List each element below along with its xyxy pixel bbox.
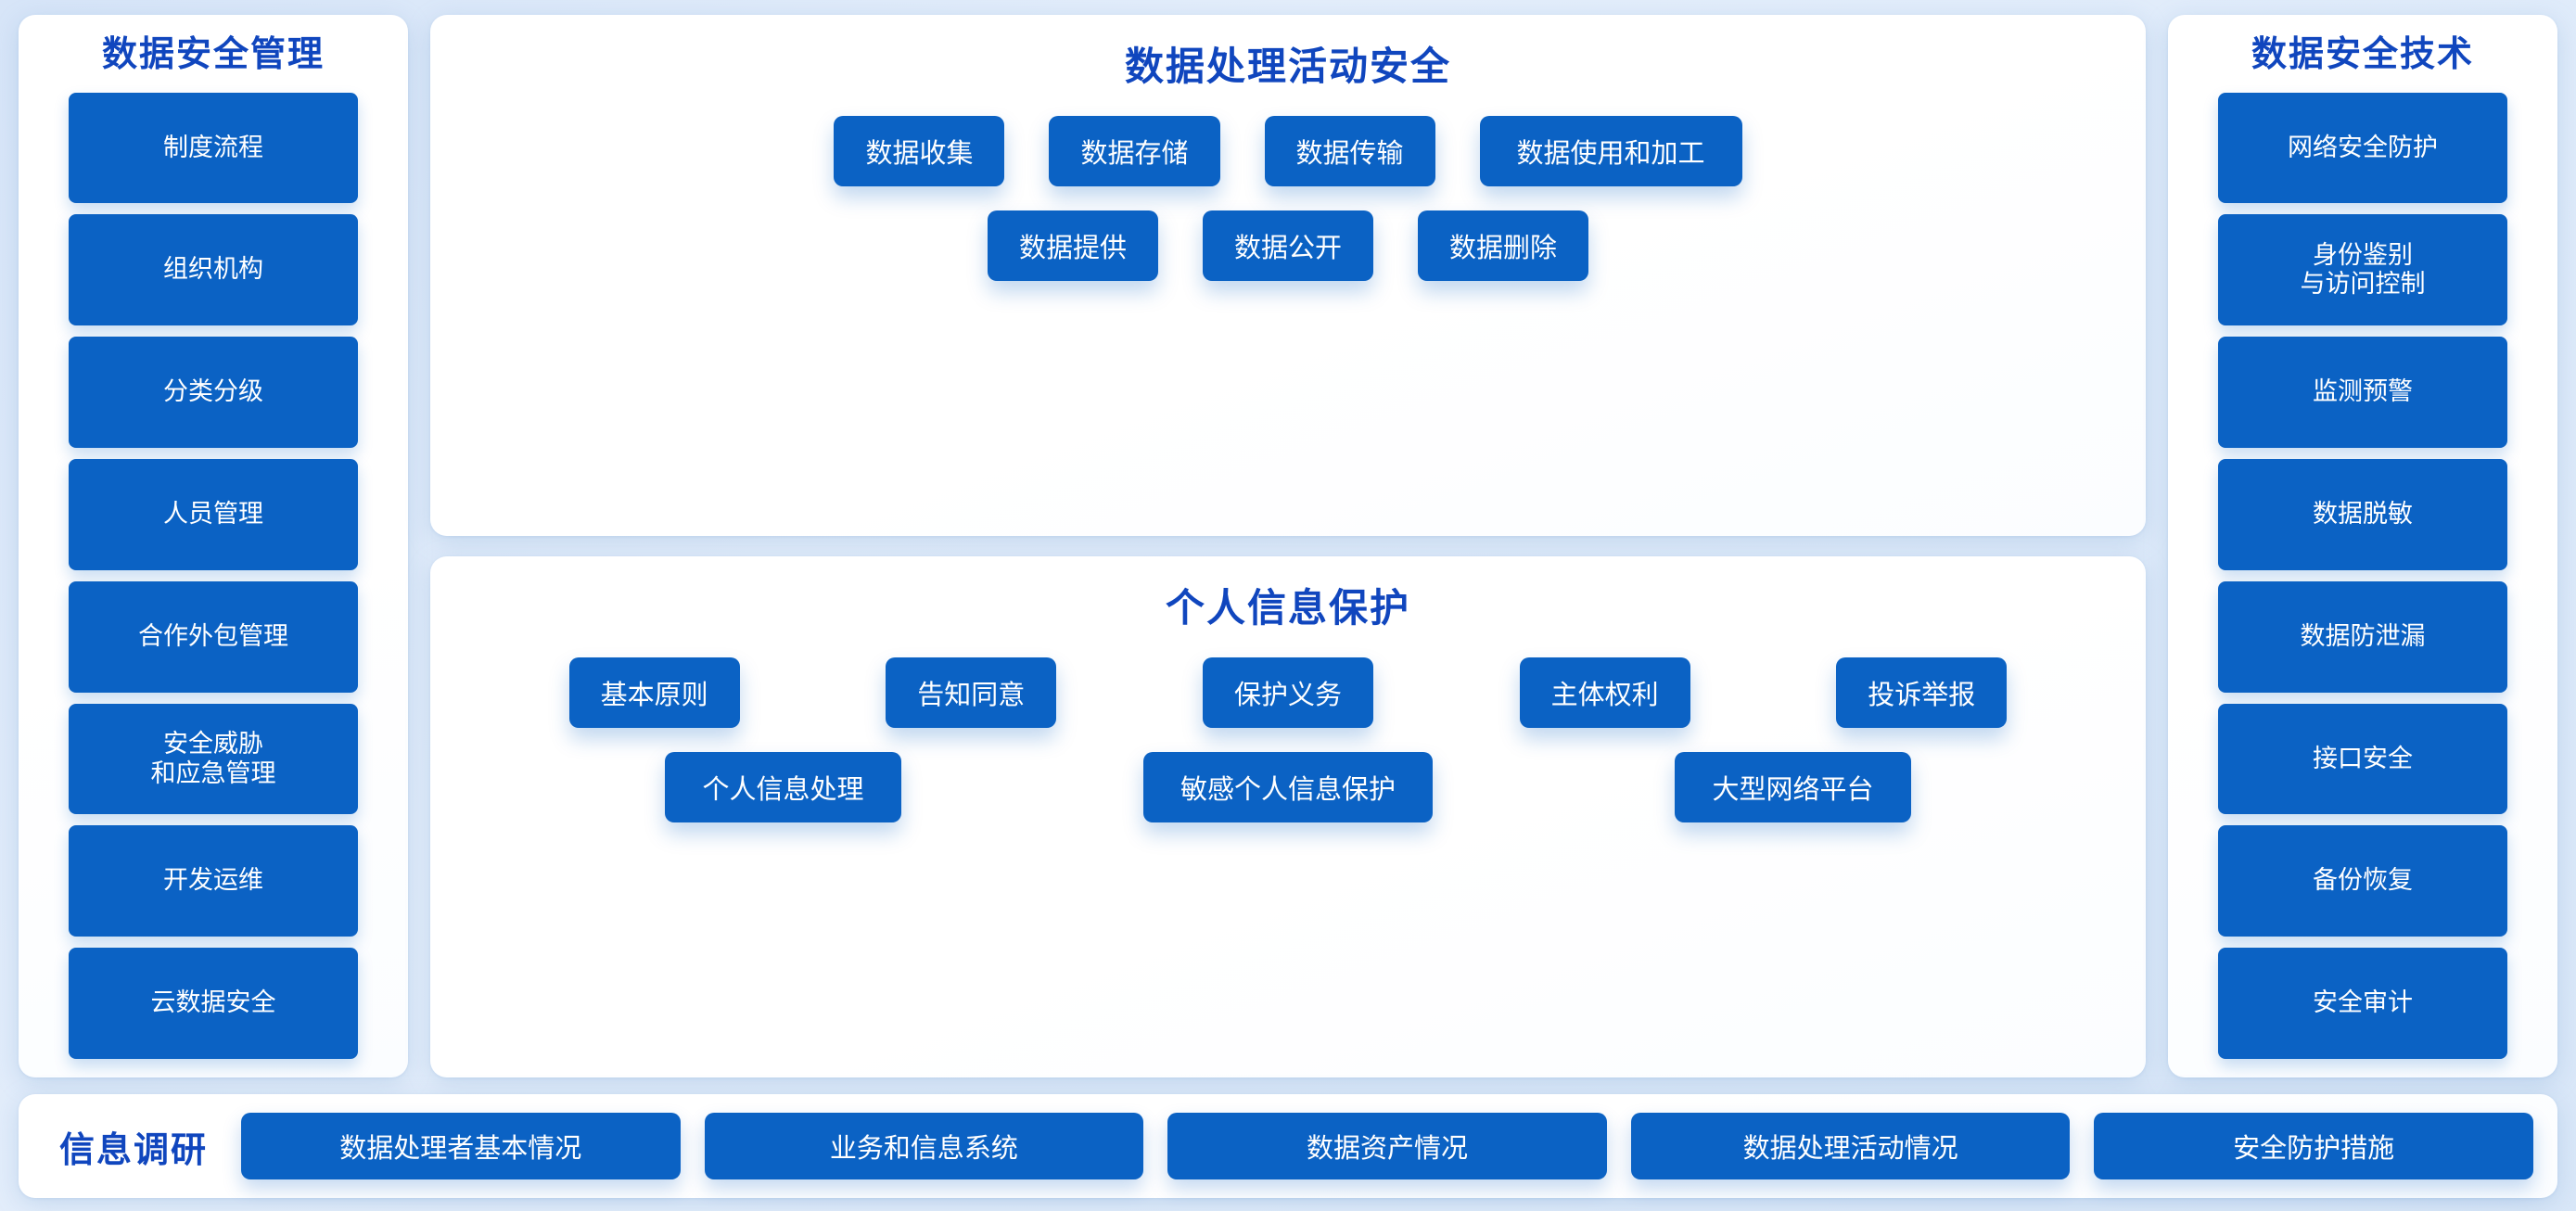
panel-data-security-management: 数据安全管理 制度流程 组织机构 分类分级 人员管理 合作外包管理 安全威胁 和…: [19, 15, 408, 1077]
personal-item-large-platform[interactable]: 大型网络平台: [1675, 752, 1911, 822]
processing-item-use-and-processing[interactable]: 数据使用和加工: [1479, 116, 1742, 186]
upper-region: 数据安全管理 制度流程 组织机构 分类分级 人员管理 合作外包管理 安全威胁 和…: [19, 15, 2557, 1077]
panel-title-data-processing-activity-security: 数据处理活动安全: [1124, 45, 1451, 88]
personal-row-1: 基本原则 告知同意 保护义务 主体权利 投诉举报: [467, 657, 2109, 728]
technology-item-network-protection[interactable]: 网络安全防护: [2218, 92, 2507, 204]
personal-item-complaint-report[interactable]: 投诉举报: [1836, 657, 2008, 728]
processing-item-deletion[interactable]: 数据删除: [1418, 210, 1589, 281]
survey-item-data-assets[interactable]: 数据资产情况: [1167, 1113, 1607, 1179]
management-item-process[interactable]: 制度流程: [69, 92, 358, 204]
management-item-organization[interactable]: 组织机构: [69, 214, 358, 326]
management-item-threat-emergency[interactable]: 安全威胁 和应急管理: [69, 703, 358, 815]
technology-item-security-audit[interactable]: 安全审计: [2218, 948, 2507, 1060]
personal-item-basic-principles[interactable]: 基本原则: [568, 657, 740, 728]
processing-row-1: 数据收集 数据存储 数据传输 数据使用和加工: [467, 116, 2109, 186]
personal-item-sensitive-pi-protection[interactable]: 敏感个人信息保护: [1142, 752, 1433, 822]
technology-item-identity-access[interactable]: 身份鉴别 与访问控制: [2218, 214, 2507, 326]
management-item-personnel[interactable]: 人员管理: [69, 459, 358, 570]
information-survey-list: 数据处理者基本情况 业务和信息系统 数据资产情况 数据处理活动情况 安全防护措施: [241, 1113, 2533, 1179]
survey-item-processing-activities[interactable]: 数据处理活动情况: [1630, 1113, 2071, 1179]
technology-item-interface-security[interactable]: 接口安全: [2218, 703, 2507, 815]
management-item-outsourcing[interactable]: 合作外包管理: [69, 580, 358, 693]
panel-information-survey: 信息调研 数据处理者基本情况 业务和信息系统 数据资产情况 数据处理活动情况 安…: [19, 1094, 2557, 1198]
personal-item-pi-processing[interactable]: 个人信息处理: [665, 752, 901, 822]
panel-title-personal-information-protection: 个人信息保护: [1165, 586, 1410, 630]
management-item-cloud-data[interactable]: 云数据安全: [69, 948, 358, 1060]
center-column: 数据处理活动安全 数据收集 数据存储 数据传输 数据使用和加工 数据提供 数据公…: [430, 15, 2146, 1077]
technology-item-backup-recovery[interactable]: 备份恢复: [2218, 825, 2507, 937]
personal-item-subject-rights[interactable]: 主体权利: [1519, 657, 1690, 728]
survey-item-protection-measures[interactable]: 安全防护措施: [2094, 1113, 2533, 1179]
personal-row-2: 个人信息处理 敏感个人信息保护 大型网络平台: [467, 752, 2109, 822]
panel-personal-information-protection: 个人信息保护 基本原则 告知同意 保护义务 主体权利 投诉举报 个人信息处理 敏…: [430, 556, 2146, 1077]
panel-data-processing-activity-security: 数据处理活动安全 数据收集 数据存储 数据传输 数据使用和加工 数据提供 数据公…: [430, 15, 2146, 536]
data-security-technology-list: 网络安全防护 身份鉴别 与访问控制 监测预警 数据脱敏 数据防泄漏 接口安全 备…: [2218, 92, 2507, 1060]
management-item-classification[interactable]: 分类分级: [69, 337, 358, 449]
panel-title-data-security-technology: 数据安全技术: [2251, 35, 2474, 74]
technology-item-leak-prevention[interactable]: 数据防泄漏: [2218, 580, 2507, 693]
panel-data-security-technology: 数据安全技术 网络安全防护 身份鉴别 与访问控制 监测预警 数据脱敏 数据防泄漏…: [2168, 15, 2557, 1077]
panel-title-data-security-management: 数据安全管理: [101, 35, 325, 74]
technology-item-monitoring-alert[interactable]: 监测预警: [2218, 337, 2507, 449]
survey-item-processor-basics[interactable]: 数据处理者基本情况: [241, 1113, 681, 1179]
processing-item-provision[interactable]: 数据提供: [987, 210, 1158, 281]
personal-information-rows: 基本原则 告知同意 保护义务 主体权利 投诉举报 个人信息处理 敏感个人信息保护…: [467, 657, 2109, 1050]
processing-item-transmission[interactable]: 数据传输: [1264, 116, 1435, 186]
personal-item-protection-duty[interactable]: 保护义务: [1202, 657, 1373, 728]
processing-item-disclosure[interactable]: 数据公开: [1202, 210, 1373, 281]
technology-item-data-masking[interactable]: 数据脱敏: [2218, 459, 2507, 570]
processing-row-2: 数据提供 数据公开 数据删除: [467, 210, 2109, 281]
personal-item-notice-consent[interactable]: 告知同意: [886, 657, 1057, 728]
processing-item-storage[interactable]: 数据存储: [1049, 116, 1220, 186]
data-security-management-list: 制度流程 组织机构 分类分级 人员管理 合作外包管理 安全威胁 和应急管理 开发…: [69, 92, 358, 1060]
survey-item-business-systems[interactable]: 业务和信息系统: [704, 1113, 1144, 1179]
panel-title-information-survey: 信息调研: [59, 1130, 209, 1170]
data-processing-activity-rows: 数据收集 数据存储 数据传输 数据使用和加工 数据提供 数据公开 数据删除: [467, 116, 2109, 508]
management-item-devops[interactable]: 开发运维: [69, 825, 358, 937]
processing-item-collection[interactable]: 数据收集: [834, 116, 1005, 186]
